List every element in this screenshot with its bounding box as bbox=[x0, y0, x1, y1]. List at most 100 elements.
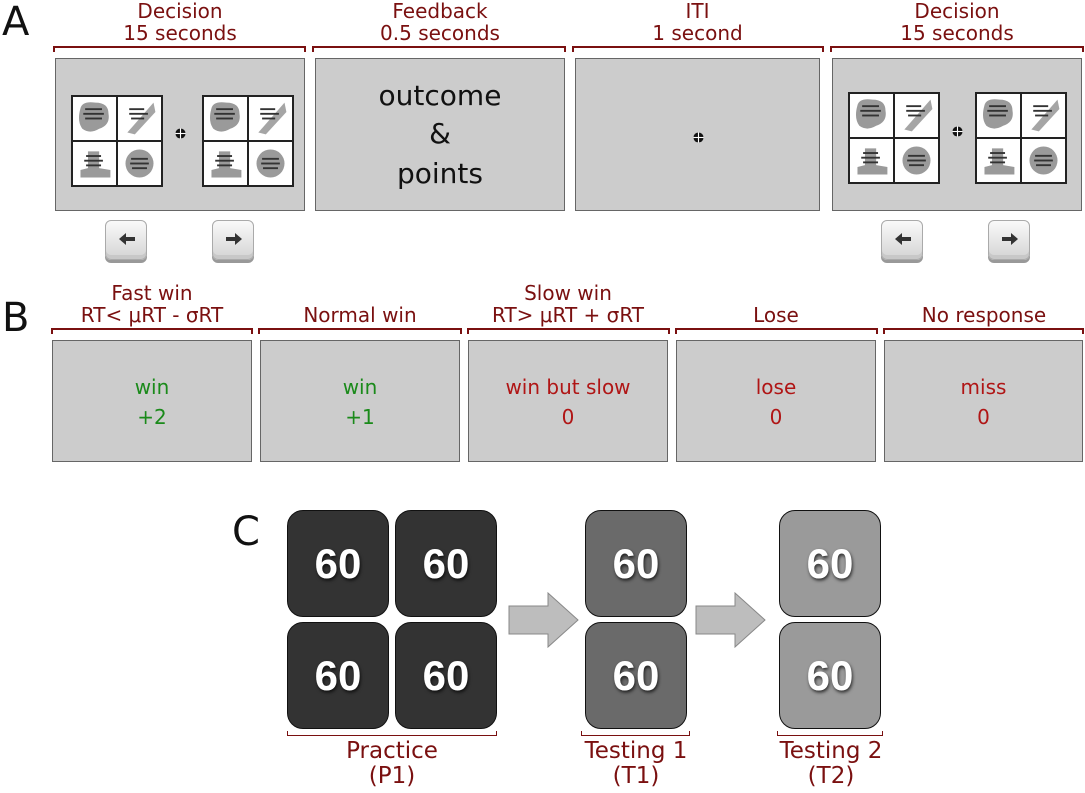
testing-1-block: 60 bbox=[585, 510, 687, 617]
stimulus-cell bbox=[248, 96, 293, 141]
feedback-outcome: outcome bbox=[378, 79, 502, 112]
phase-bracket bbox=[572, 46, 824, 52]
stimulus-cell bbox=[849, 138, 894, 183]
fixation-cross-icon bbox=[952, 126, 963, 137]
outcome-screen-normal-win: win +1 bbox=[260, 340, 460, 462]
stimulus-grid-left bbox=[848, 92, 940, 184]
decision-screen-1 bbox=[55, 58, 305, 211]
feedback-screen: outcome & points bbox=[315, 58, 565, 211]
outcome-points: 0 bbox=[769, 405, 783, 429]
outcome-bracket bbox=[675, 328, 878, 334]
stage-bracket bbox=[287, 731, 497, 736]
outcome-bracket bbox=[258, 328, 462, 334]
phase-bracket bbox=[830, 46, 1084, 52]
testing-2-block: 60 bbox=[779, 510, 881, 617]
feedback-points: points bbox=[397, 157, 483, 190]
outcome-bracket bbox=[467, 328, 670, 334]
phase-header-feedback: Feedback 0.5 seconds bbox=[315, 0, 565, 44]
phase-name: Decision bbox=[137, 0, 223, 23]
phase-header-decision-1: Decision 15 seconds bbox=[55, 0, 305, 44]
stage-name: Testing 1 bbox=[584, 738, 688, 764]
stage-bracket bbox=[581, 731, 690, 736]
stimulus-grid-left bbox=[71, 95, 163, 187]
phase-duration: 1 second bbox=[652, 21, 743, 45]
outcome-header-slow-win: Slow win RT> μRT + σRT bbox=[468, 282, 668, 326]
left-arrow-key-icon bbox=[881, 220, 923, 260]
panel-a-letter: A bbox=[2, 0, 30, 45]
fixation-cross-icon bbox=[175, 128, 186, 139]
stimulus-cell bbox=[976, 138, 1021, 183]
progression-arrow-icon bbox=[695, 592, 766, 648]
practice-block: 60 bbox=[287, 622, 389, 729]
right-arrow-key-icon bbox=[988, 220, 1030, 260]
outcome-label: win bbox=[342, 375, 378, 399]
phase-duration: 15 seconds bbox=[900, 21, 1014, 45]
testing-1-block: 60 bbox=[585, 622, 687, 729]
left-arrow-key-icon bbox=[105, 220, 147, 260]
phase-name: Feedback bbox=[392, 0, 488, 23]
testing-2-block: 60 bbox=[779, 622, 881, 729]
outcome-name: Slow win bbox=[524, 281, 612, 305]
outcome-header-lose: Lose bbox=[753, 303, 799, 327]
stimulus-cell bbox=[976, 93, 1021, 138]
outcome-screen-slow-win: win but slow 0 bbox=[468, 340, 668, 462]
outcome-screen-no-response: miss 0 bbox=[884, 340, 1083, 462]
fixation-cross-icon bbox=[693, 132, 704, 143]
phase-bracket bbox=[53, 46, 306, 52]
outcome-label: miss bbox=[960, 375, 1007, 399]
outcome-label: lose bbox=[755, 375, 797, 399]
stimulus-grid-right bbox=[975, 92, 1067, 184]
outcome-bracket bbox=[883, 328, 1084, 334]
stage-label-practice: Practice (P1) bbox=[287, 739, 497, 789]
stimulus-cell bbox=[894, 93, 939, 138]
outcome-header-normal-win: Normal win bbox=[303, 303, 417, 327]
phase-header-iti: ITI 1 second bbox=[575, 0, 820, 44]
phase-duration: 0.5 seconds bbox=[380, 21, 500, 45]
stimulus-cell bbox=[203, 96, 248, 141]
stage-label-testing-2: Testing 2 (T2) bbox=[761, 739, 901, 789]
stage-code: (T1) bbox=[612, 763, 660, 789]
stage-name: Practice bbox=[346, 738, 438, 764]
stimulus-cell bbox=[72, 96, 117, 141]
panel-c-letter: C bbox=[232, 509, 260, 555]
stimulus-grid-right bbox=[202, 95, 294, 187]
stage-code: (P1) bbox=[368, 763, 416, 789]
stimulus-cell bbox=[248, 141, 293, 186]
stimulus-cell bbox=[849, 93, 894, 138]
practice-block: 60 bbox=[287, 510, 389, 617]
outcome-label: win but slow bbox=[505, 375, 631, 399]
practice-block: 60 bbox=[395, 622, 497, 729]
outcome-rule: RT> μRT + σRT bbox=[492, 303, 644, 327]
stimulus-cell bbox=[203, 141, 248, 186]
stimulus-cell bbox=[1021, 138, 1066, 183]
stimulus-cell bbox=[1021, 93, 1066, 138]
outcome-label: win bbox=[134, 375, 170, 399]
outcome-points: 0 bbox=[977, 405, 990, 429]
outcome-bracket bbox=[51, 328, 253, 334]
outcome-points: +1 bbox=[345, 405, 375, 429]
outcome-screen-fast-win: win +2 bbox=[52, 340, 252, 462]
phase-name: ITI bbox=[685, 0, 710, 23]
right-arrow-key-icon bbox=[212, 220, 254, 260]
outcome-name: Fast win bbox=[111, 281, 193, 305]
stage-label-testing-1: Testing 1 (T1) bbox=[566, 739, 706, 789]
phase-name: Decision bbox=[914, 0, 1000, 23]
progression-arrow-icon bbox=[508, 592, 579, 648]
outcome-points: +2 bbox=[137, 405, 167, 429]
stage-name: Testing 2 bbox=[779, 738, 883, 764]
stimulus-cell bbox=[894, 138, 939, 183]
phase-header-decision-2: Decision 15 seconds bbox=[832, 0, 1082, 44]
iti-screen bbox=[575, 58, 820, 211]
phase-bracket bbox=[312, 46, 566, 52]
outcome-points: 0 bbox=[561, 405, 575, 429]
feedback-ampersand: & bbox=[429, 117, 451, 150]
panel-b-letter: B bbox=[2, 295, 30, 341]
practice-block: 60 bbox=[395, 510, 497, 617]
stimulus-cell bbox=[72, 141, 117, 186]
phase-duration: 15 seconds bbox=[123, 21, 237, 45]
outcome-header-no-response: No response bbox=[921, 303, 1047, 327]
stimulus-cell bbox=[117, 141, 162, 186]
stage-code: (T2) bbox=[807, 763, 855, 789]
outcome-header-fast-win: Fast win RT< μRT - σRT bbox=[52, 282, 252, 326]
outcome-screen-lose: lose 0 bbox=[676, 340, 876, 462]
